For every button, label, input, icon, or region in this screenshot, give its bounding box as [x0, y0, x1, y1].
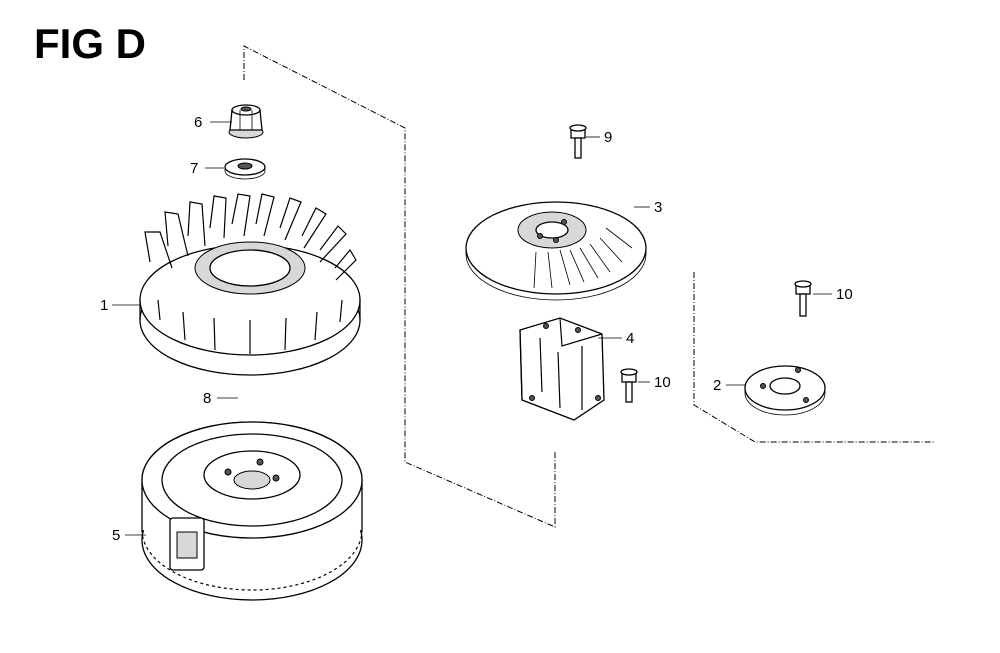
callout-9: 9	[604, 129, 612, 146]
part-1-cooling-fan	[139, 193, 361, 376]
part-10-bolt-b	[794, 280, 812, 317]
assembly-bracket-lines	[243, 45, 935, 528]
callout-8: 8	[203, 390, 211, 407]
callout-3: 3	[654, 199, 662, 216]
figure-title: FIG D	[34, 20, 146, 67]
callout-6: 6	[194, 114, 202, 131]
callout-1: 1	[100, 297, 108, 314]
part-10-bolt-a	[620, 368, 638, 403]
callout-10-a: 10	[654, 374, 671, 391]
callout-10-b: 10	[836, 286, 853, 303]
part-9-bolt	[569, 124, 587, 159]
callout-2: 2	[713, 377, 721, 394]
part-7-washer	[224, 158, 266, 180]
callout-labels: 6 7 1 8 5 9 3 4 10 10 2	[100, 114, 853, 544]
part-2-plate	[744, 365, 826, 416]
callout-5: 5	[112, 527, 120, 544]
part-6-flange-nut	[228, 104, 264, 139]
callout-4: 4	[626, 330, 634, 347]
part-5-flywheel	[141, 421, 363, 601]
callout-7: 7	[190, 160, 198, 177]
part-3-recoil-pulley	[465, 201, 647, 301]
leader-lines	[112, 121, 832, 536]
part-4-pulley-bracket	[519, 317, 605, 421]
